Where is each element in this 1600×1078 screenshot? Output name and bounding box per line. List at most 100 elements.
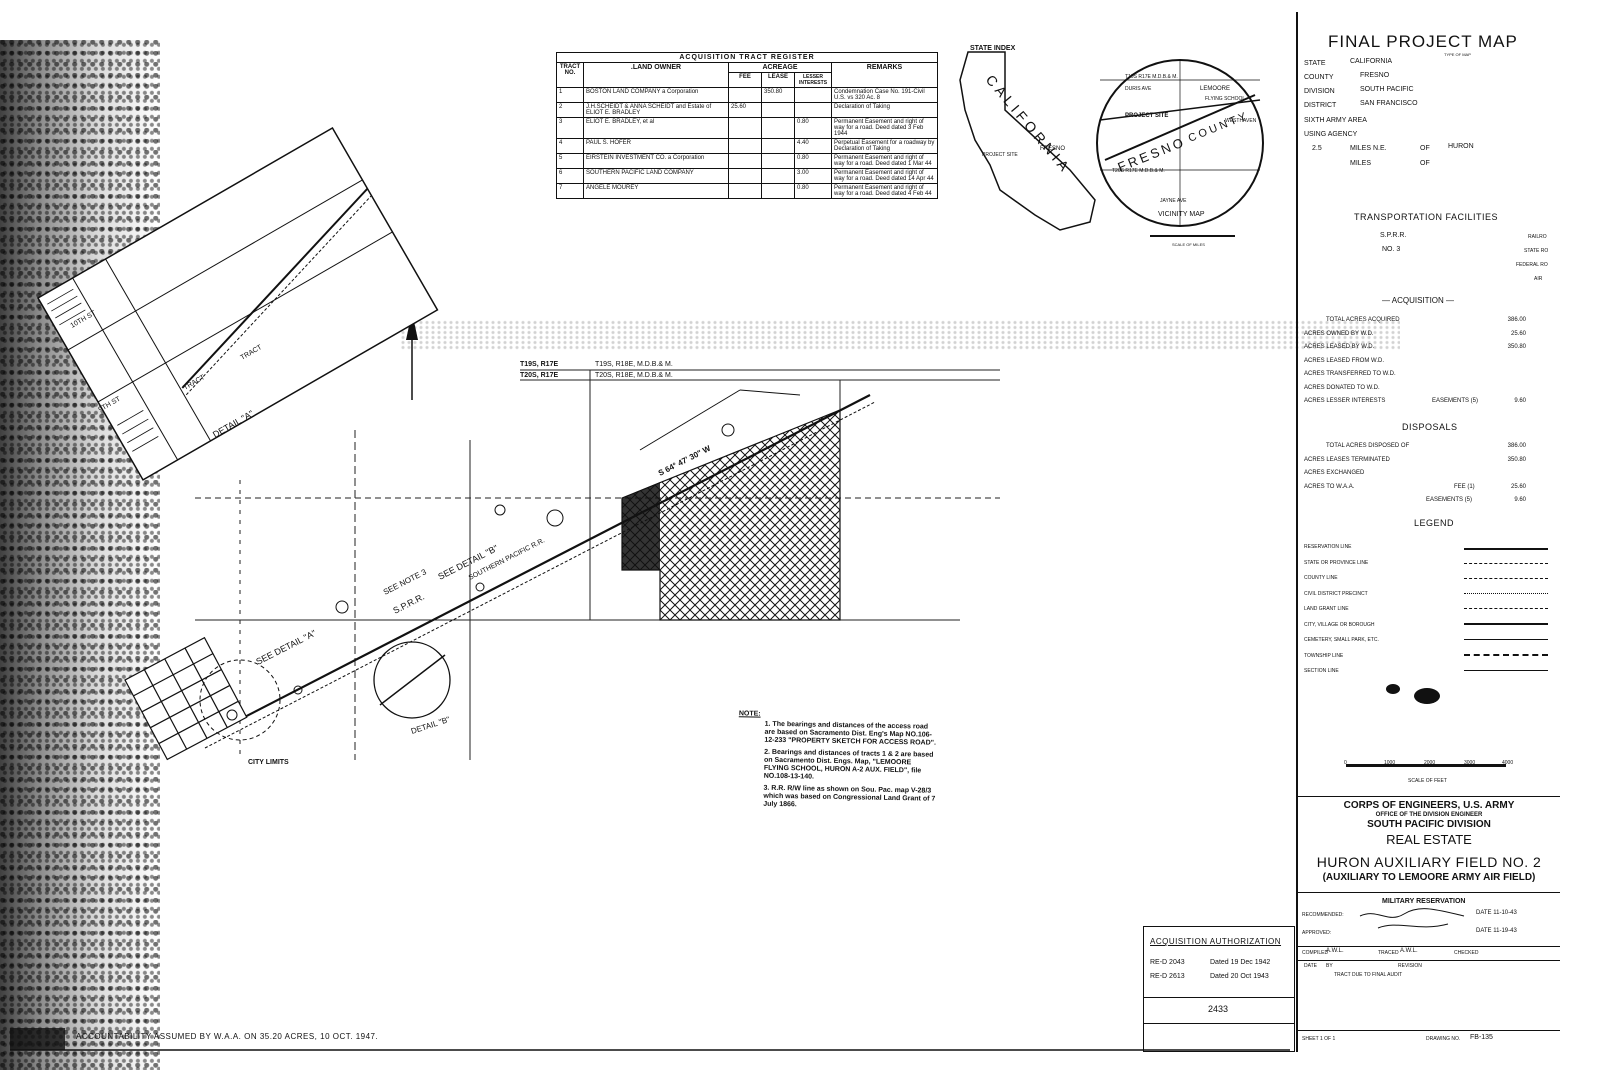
district-value: SAN FRANCISCO [1360,100,1418,107]
list-item: LAND GRANT LINE [1304,606,1349,612]
col-lesser: LESSER INTERESTS [794,72,832,88]
table-row: 7 ANGELE MOUREY 0.80 Permanent Easement … [556,183,938,199]
signature-icon [1358,904,1468,934]
scale-bar [1346,764,1506,767]
tract-solid-area [622,482,660,570]
list-item: TOWNSHIP LINE [1304,652,1344,659]
row-fee [728,168,762,184]
date-col-label: DATE [1304,963,1317,969]
row-owner: BOSTON LAND COMPANY a Corporation [583,87,729,103]
row-remarks: Permanent Easement and right of way for … [831,168,938,184]
label-t19s-m: T19S, R18E, M.D.B.& M. [595,361,673,368]
col-remarks: REMARKS [831,62,938,88]
disposals-heading: DISPOSALS [1402,422,1458,432]
air-label: AIR [1534,276,1543,282]
row-lease [761,168,795,184]
table-row: 3 ELIOT E. BRADLEY, et al 0.80 Permanent… [556,117,938,139]
auth-number: 2433 [1208,1004,1229,1014]
legend-heading: LEGEND [1414,518,1455,528]
row-lease [761,102,795,118]
railroad-label: RAILRO [1528,234,1547,240]
row-fee [728,153,762,169]
project-subtitle: (AUXILIARY TO LEMOORE ARMY AIR FIELD) [1322,872,1536,883]
row-lesser: 4.40 [794,138,832,154]
vicinity-flying-school: FLYING SCHOOL [1205,96,1245,102]
list-item: ACRES OWNED BY W.D.25.60 [1304,330,1526,337]
row-remarks: Perpetual Easement for a roadway by Decl… [831,138,938,154]
row-remarks: Permanent Easement and right of way for … [831,183,938,199]
row-no: 1 [556,87,584,103]
row-owner: SOUTHERN PACIFIC LAND COMPANY [583,168,729,184]
acquisition-heading: — ACQUISITION — [1382,296,1455,305]
scale-label: 4000 [1502,760,1514,766]
corps-line1: CORPS OF ENGINEERS, U.S. ARMY [1343,800,1515,811]
vicinity-lemoore: LEMOORE [1200,86,1230,92]
col-acreage: ACREAGE [728,62,832,73]
row-remarks: Permanent Easement and right of way for … [831,153,938,169]
legend-blot [1386,684,1400,694]
row-lease: 350.80 [761,87,795,103]
label-spre: S.P.R.R. [391,592,426,616]
list-item: RESERVATION LINE [1304,544,1352,550]
map-notes: NOTE: 1. The bearings and distances of t… [737,710,939,816]
table-row: 2 J.H.SCHEIDT & ANNA SCHEIDT and Estate … [556,102,938,118]
drawing-no: FB-135 [1470,1034,1493,1041]
row-no: 7 [556,183,584,199]
state-project-site-label: PROJECT SITE [982,152,1018,158]
title-block: FINAL PROJECT MAP TYPE OF MAP STATE CALI… [1296,12,1560,1052]
auth-date-2: Dated 20 Oct 1943 [1210,973,1269,980]
date-approved: DATE 11-19-43 [1476,928,1517,934]
list-item: ACRES LEASED BY W.D.350.80 [1304,344,1526,350]
col-lease: LEASE [761,72,795,88]
corps-line4: REAL ESTATE [1386,832,1472,847]
recommended-label: RECOMMENDED: [1302,912,1344,918]
label-t20s: T20S, R17E [520,372,558,379]
state-value: CALIFORNIA [1350,58,1393,65]
tract-register-table: ACQUISITION TRACT REGISTER TRACT NO. .LA… [556,52,938,199]
section-lines [195,369,1000,760]
vicinity-duris: DURIS AVE [1125,86,1152,92]
col-fee: FEE [728,72,762,88]
county-value: FRESNO [1360,72,1390,79]
authorization-box: ACQUISITION AUTHORIZATION RE-D 2043 Date… [1143,926,1295,1052]
list-item: CITY, VILLAGE OR BOROUGH [1304,621,1375,628]
scale-label: 3000 [1464,760,1476,766]
federal-road-label: FEDERAL RO [1516,262,1548,268]
list-item: ACRES TO W.A.A.FEE (1)25.60 [1304,483,1526,490]
sprr-label: S.P.R.R. [1380,232,1407,239]
by-col-label: BY [1326,963,1333,969]
revision-col-label: REVISION [1398,963,1422,969]
compiled-label: COMPILED [1302,950,1329,956]
vicinity-t20s: T20S R17E M.D.B.& M. [1112,168,1165,174]
vicinity-jayne: JAYNE AVE [1160,198,1187,204]
vicinity-project-site: PROJECT SITE [1125,113,1168,119]
district-label: DISTRICT [1304,102,1337,109]
legend-blot-2 [1414,688,1440,704]
transportation-heading: TRANSPORTATION FACILITIES [1354,212,1499,222]
sheet-label: SHEET 1 OF 1 [1302,1036,1336,1042]
checked-label: CHECKED [1454,950,1479,956]
vicinity-scale-label: SCALE OF MILES [1172,242,1205,247]
row-lesser [794,87,832,103]
corps-line3: SOUTH PACIFIC DIVISION [1367,819,1491,830]
list-item: ACRES EXCHANGED [1304,470,1365,476]
row-fee [728,117,762,139]
table-row: 1 BOSTON LAND COMPANY a Corporation 350.… [556,87,938,103]
drawing-no-label: DRAWING NO. [1426,1036,1461,1042]
scale-caption: SCALE OF FEET [1408,778,1447,784]
railroad-line [199,389,876,749]
state-fresno-label: FRESNO [1040,146,1065,152]
row-lease [761,183,795,199]
project-name: HURON AUXILIARY FIELD NO. 2 [1316,854,1542,870]
scale-label: 0 [1344,760,1347,766]
scan-noise-left [0,40,160,1070]
list-item: SECTION LINE [1304,668,1339,674]
using-agency: USING AGENCY [1304,131,1358,138]
compiled-by: A.W.L. [1326,948,1344,954]
corps-line2: OFFICE OF THE DIVISION ENGINEER [1375,812,1483,818]
row-lease [761,153,795,169]
row-lease [761,138,795,154]
date-recommended: DATE 11-10-43 [1476,910,1517,916]
